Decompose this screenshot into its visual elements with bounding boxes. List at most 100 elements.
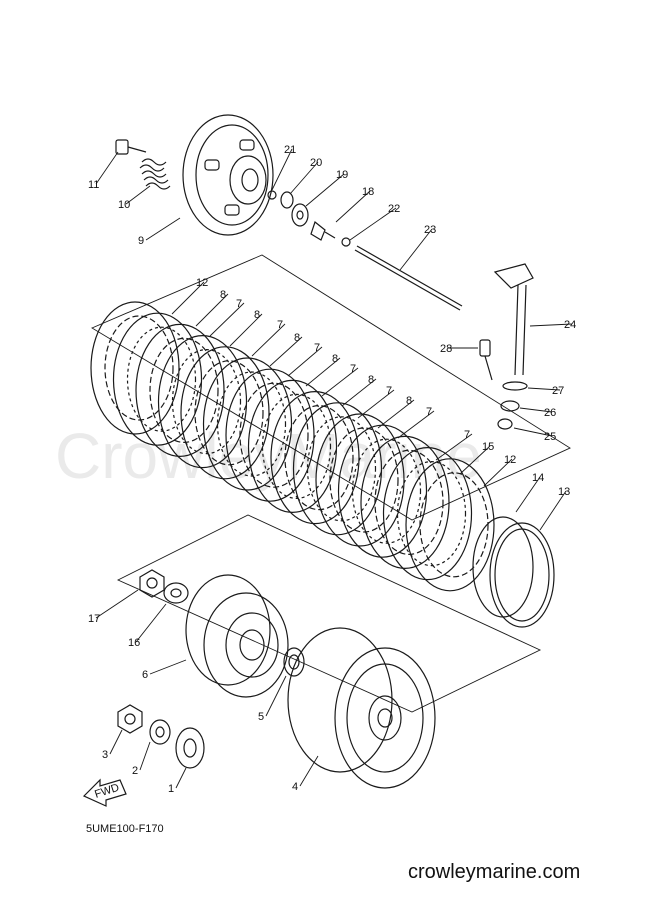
clutch-plate — [292, 402, 383, 536]
clutch-plate — [157, 335, 248, 469]
callout-c12b: 12 — [483, 454, 516, 487]
wire-rings — [472, 516, 555, 628]
callout-number: 8 — [220, 289, 226, 301]
callout-c12a: 12 — [171, 277, 208, 315]
callout-number: 9 — [138, 235, 144, 247]
leader-line — [335, 190, 371, 223]
callout-c1: 1 — [168, 767, 187, 795]
leader-line — [529, 323, 573, 327]
callout-number: 23 — [424, 224, 436, 236]
leader-line — [109, 729, 123, 755]
callout-number: 2 — [132, 765, 138, 777]
leader-line — [515, 476, 541, 513]
clutch-housing — [287, 627, 436, 789]
callout-c9: 9 — [138, 217, 181, 247]
callout-number: 12 — [196, 277, 208, 289]
leader-line — [483, 458, 513, 487]
callout-number: 25 — [544, 431, 556, 443]
callout-number: 16 — [128, 637, 140, 649]
diagram-code: 5UME100-F170 — [86, 823, 164, 835]
leader-line — [289, 161, 319, 195]
callout-number: 7 — [464, 429, 470, 441]
callout-labels: 1234567777777888888910111212131415161718… — [88, 144, 576, 795]
callout-c6: 6 — [142, 659, 187, 681]
callout-c2: 2 — [132, 741, 151, 777]
leader-line — [145, 217, 181, 241]
callout-c8f: 8 — [377, 395, 415, 429]
callout-c19: 19 — [305, 169, 348, 207]
leader-line — [397, 410, 435, 439]
callout-number: 18 — [362, 186, 374, 198]
callout-number: 1 — [168, 783, 174, 795]
callout-number: 8 — [368, 374, 374, 386]
callout-c7a: 7 — [209, 298, 245, 337]
callout-number: 7 — [314, 342, 320, 354]
callout-c11: 11 — [88, 151, 119, 191]
callout-number: 8 — [332, 353, 338, 365]
leader-line — [357, 389, 395, 419]
footer-site: crowleymarine.com — [408, 861, 580, 883]
callout-c10: 10 — [118, 185, 151, 211]
callout-number: 11 — [88, 179, 99, 191]
clutch-spring — [139, 158, 171, 190]
clutch-plate — [112, 312, 203, 446]
leader-line — [209, 302, 245, 337]
leader-line — [299, 755, 319, 787]
callout-number: 7 — [350, 363, 356, 375]
leader-line — [95, 151, 119, 185]
watermark-text: CrowleyMarine — [55, 420, 482, 492]
push-lever-shaft — [479, 263, 534, 430]
callout-c17: 17 — [88, 589, 139, 625]
callout-c7c: 7 — [287, 342, 323, 377]
callout-c21: 21 — [271, 144, 296, 191]
callout-c5: 5 — [258, 675, 287, 723]
hub-group-frame — [116, 514, 542, 713]
callout-c26: 26 — [519, 407, 556, 419]
callout-c8c: 8 — [269, 332, 303, 367]
friction-plate — [315, 413, 405, 547]
callout-c8b: 8 — [229, 309, 263, 347]
leader-line — [251, 323, 286, 357]
callout-number: 5 — [258, 711, 264, 723]
callout-c7b: 7 — [251, 319, 286, 357]
pressure-plate — [182, 114, 274, 236]
friction-plate — [270, 391, 360, 525]
callout-number: 8 — [254, 309, 260, 321]
friction-plate — [405, 458, 495, 592]
leader-line — [527, 387, 561, 391]
friction-plate — [90, 301, 180, 435]
leader-line — [305, 357, 341, 387]
primary-drive-parts — [117, 704, 205, 769]
clutch-plate — [382, 446, 473, 581]
callout-number: 28 — [440, 343, 452, 355]
leader-line — [305, 173, 345, 207]
callout-c24: 24 — [529, 319, 576, 331]
callout-c16: 16 — [128, 603, 167, 649]
friction-plate — [225, 368, 315, 502]
clutch-plate — [247, 379, 338, 513]
leader-line — [435, 433, 473, 461]
callout-c7f: 7 — [397, 406, 435, 439]
leader-line — [229, 313, 263, 347]
callout-number: 7 — [236, 298, 242, 310]
callout-number: 19 — [336, 169, 348, 181]
callout-number: 7 — [426, 406, 432, 418]
leader-line — [377, 399, 415, 429]
clutch-plate — [202, 357, 293, 491]
callout-number: 27 — [552, 385, 564, 397]
callout-c28: 28 — [440, 343, 478, 355]
callout-number: 4 — [292, 781, 298, 793]
leader-line — [269, 336, 303, 367]
callout-number: 13 — [558, 486, 570, 498]
bolt — [115, 139, 147, 155]
callout-number: 7 — [277, 319, 283, 331]
push-rod — [354, 245, 463, 311]
fwd-label: FWD — [93, 782, 121, 801]
callout-c15: 15 — [459, 441, 494, 475]
callout-number: 8 — [294, 332, 300, 344]
leader-line — [399, 228, 433, 271]
callout-c8e: 8 — [341, 374, 377, 407]
leader-line — [265, 675, 287, 717]
